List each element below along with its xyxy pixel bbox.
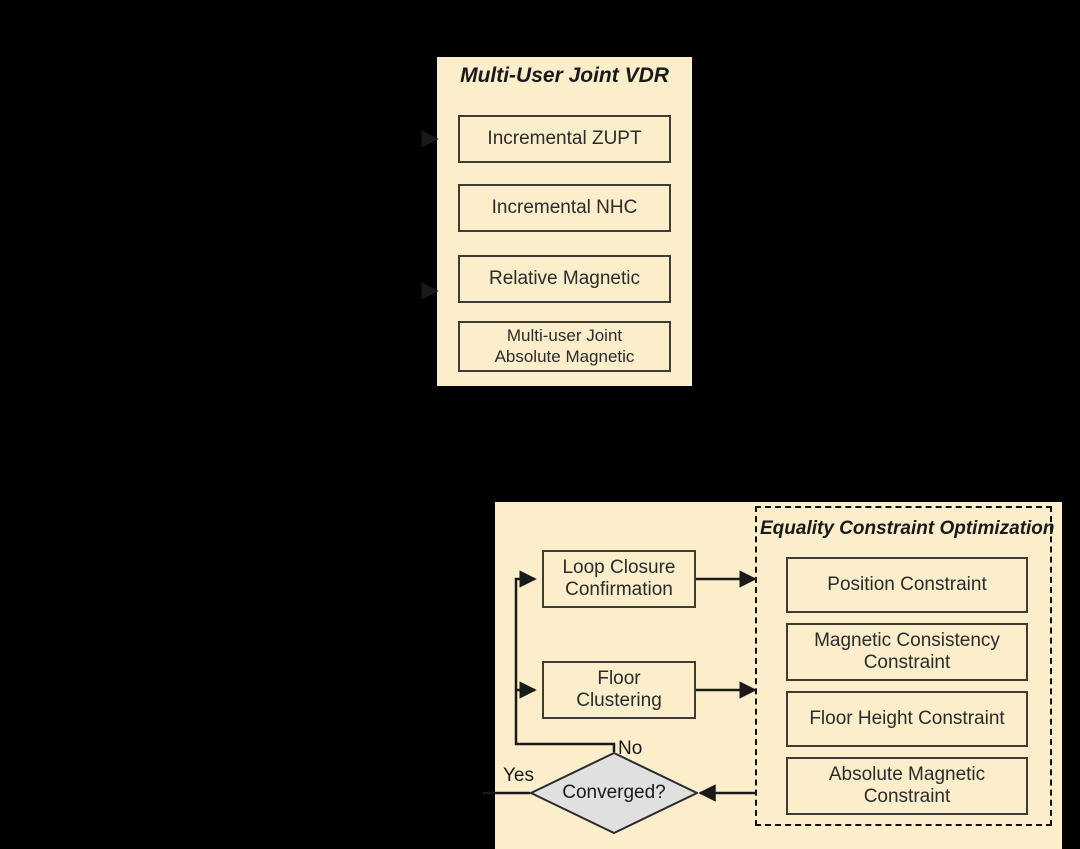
node-multiuser-joint-absolute-magnetic[interactable]: Multi-user Joint Absolute Magnetic [458,321,671,372]
top-panel-title: Multi-User Joint VDR [460,64,669,87]
node-incremental-zupt[interactable]: Incremental ZUPT [458,115,671,163]
node-incremental-nhc[interactable]: Incremental NHC [458,184,671,232]
node-position-constraint[interactable]: Position Constraint [786,557,1028,613]
node-magnetic-consistency-constraint[interactable]: Magnetic Consistency Constraint [786,623,1028,681]
edge-label-yes: Yes [503,765,534,786]
equality-constraint-group-title: Equality Constraint Optimization [760,518,1055,539]
node-absolute-magnetic-constraint[interactable]: Absolute Magnetic Constraint [786,757,1028,815]
equality-constraint-group [755,506,1052,826]
node-relative-magnetic[interactable]: Relative Magnetic [458,255,671,303]
decision-converged[interactable]: Converged? [528,751,700,835]
node-floor-clustering[interactable]: Floor Clustering [542,661,696,719]
edge-label-no: No [618,738,643,759]
node-floor-height-constraint[interactable]: Floor Height Constraint [786,691,1028,747]
decision-converged-label: Converged? [562,782,666,803]
node-loop-closure-confirmation[interactable]: Loop Closure Confirmation [542,550,696,608]
decision-converged-shape [528,751,700,835]
